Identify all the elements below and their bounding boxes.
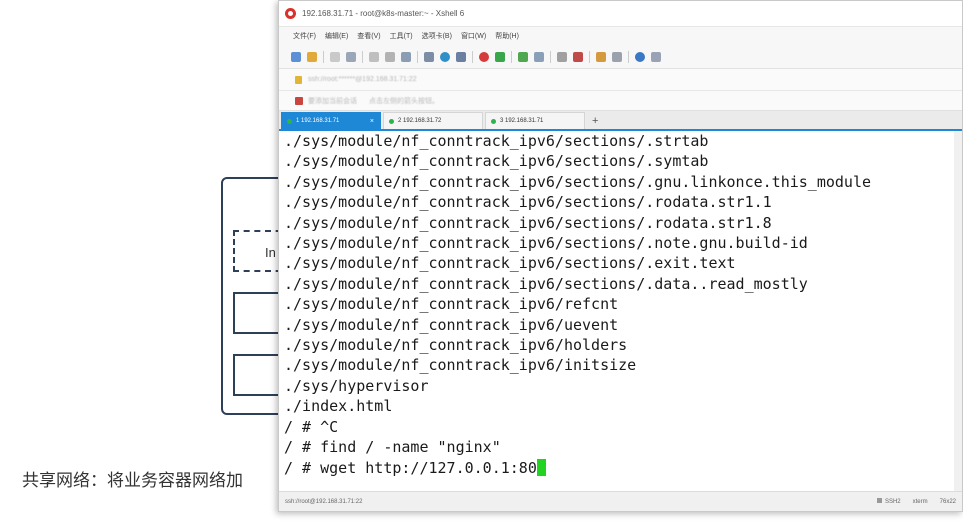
toolbar [279, 45, 962, 69]
highlight-icon[interactable] [573, 51, 583, 62]
menu-edit[interactable]: 编辑(E) [324, 33, 349, 40]
terminal-line: / # ^C [284, 417, 339, 436]
properties-icon[interactable] [424, 51, 434, 62]
new-session-icon[interactable] [291, 51, 301, 62]
find-icon[interactable] [401, 51, 411, 62]
tab-session-1[interactable]: 1 192.168.31.71 × [281, 112, 381, 129]
lock-screen-icon[interactable] [534, 51, 544, 62]
tab-label: 2 192.168.31.72 [398, 118, 442, 124]
menu-view[interactable]: 查看(V) [357, 33, 381, 40]
title-bar[interactable]: 192.168.31.71 - root@k8s-master:~ - Xshe… [279, 1, 962, 27]
toolbar-separator [417, 50, 418, 63]
terminal-cursor [536, 458, 546, 476]
protocol-icon [876, 498, 882, 503]
help-icon[interactable] [635, 51, 645, 62]
xmanager-icon[interactable] [495, 51, 505, 62]
status-bar: ssh://root@192.168.31.71:22 SSH2 xterm 7… [279, 491, 962, 511]
terminal-command: / # wget http://127.0.0.1:80 [284, 458, 537, 477]
keyboard-icon[interactable] [557, 51, 567, 62]
menu-file[interactable]: 文件(F) [293, 33, 316, 40]
paste-icon[interactable] [385, 51, 395, 62]
close-icon[interactable]: × [369, 117, 374, 125]
reconnect-icon[interactable] [346, 51, 356, 62]
bookmark-icon [295, 96, 303, 105]
tab-bar: 1 192.168.31.71 × 2 192.168.31.72 3 192.… [279, 111, 962, 131]
terminal-prompt-line[interactable]: / # wget http://127.0.0.1:80 [284, 458, 962, 478]
layout-icon[interactable] [612, 51, 622, 62]
status-right-group: SSH2 xterm 76x22 [865, 498, 956, 505]
terminal-line: ./sys/module/nf_conntrack_ipv6/uevent [284, 315, 619, 334]
status-protocol-label: SSH2 [884, 499, 901, 505]
info-bar: 要添加当前会话 点击左侧的箭头按钮。 [279, 91, 962, 111]
toolbar-separator [323, 50, 324, 63]
session-address: ssh://root:******@192.168.31.71:22 [308, 76, 417, 83]
terminal-line: ./sys/module/nf_conntrack_ipv6/refcnt [284, 295, 619, 314]
globe-icon[interactable] [440, 51, 450, 62]
xftp-icon[interactable] [479, 51, 489, 62]
tab-session-3[interactable]: 3 192.168.31.71 [485, 112, 585, 129]
terminal-line: ./sys/module/nf_conntrack_ipv6/sections/… [284, 152, 709, 171]
info-text: 要添加当前会话 [308, 97, 357, 105]
terminal-output[interactable]: ./sys/module/nf_conntrack_ipv6/sections/… [279, 131, 962, 493]
compose-icon[interactable] [596, 51, 606, 62]
toolbar-separator [472, 50, 473, 63]
terminal-line: ./sys/module/nf_conntrack_ipv6/sections/… [284, 172, 871, 191]
terminal-line: ./sys/module/nf_conntrack_ipv6/sections/… [284, 132, 709, 150]
terminal-line: / # find / -name "nginx" [284, 438, 501, 457]
menu-bar: 文件(F) 编辑(E) 查看(V) 工具(T) 选项卡(B) 窗口(W) 帮助(… [279, 27, 962, 45]
status-connection: ssh://root@192.168.31.71:22 [285, 498, 363, 505]
toolbar-separator [589, 50, 590, 63]
menu-window[interactable]: 窗口(W) [460, 33, 487, 40]
status-protocol: SSH2 [876, 498, 901, 505]
terminal-line: ./sys/module/nf_conntrack_ipv6/sections/… [284, 254, 736, 273]
menu-tabs[interactable]: 选项卡(B) [421, 33, 452, 40]
window-title: 192.168.31.71 - root@k8s-master:~ - Xshe… [302, 9, 465, 18]
info-text: 点击左侧的箭头按钮。 [369, 97, 439, 105]
tab-label: 3 192.168.31.71 [500, 118, 544, 124]
diagram-box-label: In [265, 245, 276, 260]
fullscreen-icon[interactable] [518, 51, 528, 62]
options-icon[interactable] [651, 51, 661, 62]
add-tab-button[interactable]: + [592, 115, 599, 127]
disconnect-icon[interactable] [330, 51, 340, 62]
terminal-line: ./sys/module/nf_conntrack_ipv6/sections/… [284, 193, 772, 212]
xshell-window: 192.168.31.71 - root@k8s-master:~ - Xshe… [278, 0, 963, 512]
terminal-line: ./sys/module/nf_conntrack_ipv6/sections/… [284, 274, 808, 293]
font-icon[interactable] [456, 51, 466, 62]
toolbar-separator [550, 50, 551, 63]
toolbar-separator [511, 50, 512, 63]
status-terminal-type: xterm [912, 498, 928, 505]
terminal-line: ./sys/hypervisor [284, 376, 429, 395]
terminal-line: ./sys/module/nf_conntrack_ipv6/sections/… [284, 234, 808, 253]
toolbar-separator [362, 50, 363, 63]
terminal-line: ./sys/module/nf_conntrack_ipv6/initsize [284, 356, 637, 375]
tab-session-2[interactable]: 2 192.168.31.72 [383, 112, 483, 129]
status-size: 76x22 [939, 498, 956, 505]
terminal-line: ./sys/module/nf_conntrack_ipv6/holders [284, 336, 628, 355]
terminal-line: ./index.html [284, 397, 393, 416]
connected-status-icon [389, 118, 394, 124]
tab-label: 1 192.168.31.71 [296, 118, 340, 124]
menu-help[interactable]: 帮助(H) [495, 33, 519, 40]
toolbar-separator [628, 50, 629, 63]
slide-caption: 共享网络：将业务容器网络加 [22, 471, 243, 491]
terminal-line: ./sys/module/nf_conntrack_ipv6/sections/… [284, 213, 772, 232]
connected-status-icon [287, 118, 292, 124]
lock-icon [295, 75, 302, 84]
menu-tools[interactable]: 工具(T) [389, 33, 413, 40]
copy-icon[interactable] [369, 51, 379, 62]
connected-status-icon [491, 118, 496, 124]
open-folder-icon[interactable] [307, 51, 317, 62]
address-bar[interactable]: ssh://root:******@192.168.31.71:22 [279, 69, 962, 91]
terminal-scrollbar[interactable] [954, 131, 962, 493]
xshell-logo-icon [285, 8, 296, 19]
